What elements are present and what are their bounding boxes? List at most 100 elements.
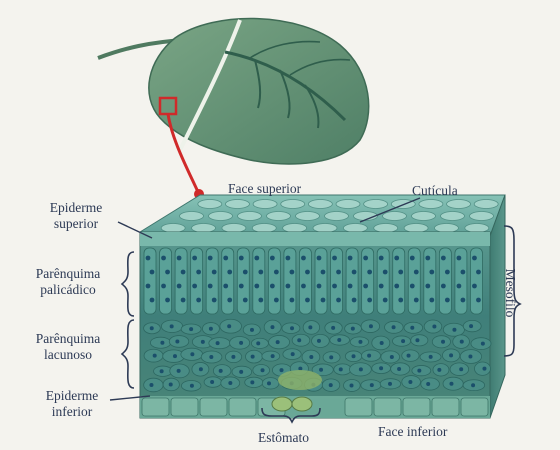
estomato-label: Estômato (258, 430, 309, 446)
lower-epidermal-cell (461, 398, 488, 416)
chloroplast (337, 338, 341, 342)
chloroplast (429, 298, 434, 303)
chloroplast (165, 270, 170, 275)
upper-epidermis-band (140, 232, 490, 246)
chloroplast (390, 355, 394, 359)
chloroplast (239, 284, 244, 289)
chloroplast (336, 298, 341, 303)
chloroplast (177, 284, 182, 289)
cuticula-label: Cutícula (412, 183, 458, 199)
face-inferior-label: Face inferior (378, 424, 447, 440)
chloroplast (290, 298, 295, 303)
chloroplast (383, 298, 388, 303)
chloroplast (332, 284, 337, 289)
chloroplast (192, 256, 197, 261)
chloroplast (329, 355, 333, 359)
top-epidermal-cell (447, 200, 471, 209)
chloroplast (276, 340, 280, 344)
chloroplast (445, 298, 450, 303)
lower-epidermal-cell (432, 398, 459, 416)
lower-epidermal-cell (403, 398, 430, 416)
chloroplast (352, 354, 356, 358)
chloroplast (388, 382, 392, 386)
top-epidermal-cell (419, 200, 443, 209)
chloroplast (392, 325, 396, 329)
chloroplast (161, 284, 166, 289)
chloroplast (452, 328, 456, 332)
chloroplast (471, 383, 475, 387)
chloroplast (196, 298, 201, 303)
top-epidermal-cell (364, 200, 388, 209)
chloroplast (243, 270, 248, 275)
lower-epidermal-cell (345, 398, 372, 416)
chloroplast (201, 340, 205, 344)
chloroplast (305, 298, 310, 303)
chloroplast (309, 355, 313, 359)
parenquima-palicadico-line2: palicádico (14, 282, 122, 298)
chloroplast (181, 298, 186, 303)
chloroplast (209, 355, 213, 359)
chloroplast (317, 256, 322, 261)
top-epidermal-cell (336, 200, 360, 209)
top-epidermal-cell (180, 212, 204, 221)
chloroplast (290, 270, 295, 275)
top-epidermal-cell (441, 212, 465, 221)
chloroplast (258, 298, 263, 303)
chloroplast (350, 383, 354, 387)
chloroplast (280, 368, 284, 372)
chloroplast (223, 256, 228, 261)
chloroplast (297, 338, 301, 342)
chloroplast (290, 326, 294, 330)
top-epidermal-cell (209, 212, 233, 221)
lower-epidermal-cell (171, 398, 198, 416)
chloroplast (367, 270, 372, 275)
epiderme-superior-line1: Epiderme (34, 200, 118, 216)
chloroplast (209, 327, 213, 331)
chloroplast (469, 324, 473, 328)
chloroplast (270, 284, 275, 289)
chloroplast (441, 284, 446, 289)
chloroplast (437, 368, 441, 372)
chloroplast (429, 355, 433, 359)
chloroplast (445, 270, 450, 275)
lower-epidermal-cell (229, 398, 256, 416)
chloroplast (319, 368, 323, 372)
chloroplast (181, 270, 186, 275)
top-epidermal-cell (283, 224, 307, 233)
epiderme-superior-label: Epiderme superior (34, 200, 118, 232)
chloroplast (476, 270, 481, 275)
chloroplast (363, 284, 368, 289)
epiderme-inferior-line1: Epiderme (30, 388, 114, 404)
chloroplast (348, 256, 353, 261)
chloroplast (410, 326, 414, 330)
top-epidermal-cell (374, 224, 398, 233)
chloroplast (149, 383, 153, 387)
chloroplast (227, 324, 231, 328)
epiderme-inferior-label: Epiderme inferior (30, 388, 114, 420)
chloroplast (461, 298, 466, 303)
chloroplast (146, 256, 151, 261)
chloroplast (160, 369, 164, 373)
chloroplast (298, 367, 302, 371)
top-epidermal-cell (252, 224, 276, 233)
top-epidermal-cell (470, 212, 494, 221)
chloroplast (449, 353, 453, 357)
chloroplast (270, 325, 274, 329)
tissue-block (140, 195, 505, 418)
chloroplast (196, 270, 201, 275)
chloroplast (367, 354, 371, 358)
top-epidermal-cell (192, 224, 216, 233)
chloroplast (239, 370, 243, 374)
chloroplast (274, 270, 279, 275)
chloroplast (398, 298, 403, 303)
chloroplast (231, 355, 235, 359)
chloroplast (175, 339, 179, 343)
chloroplast (165, 298, 170, 303)
chloroplast (407, 354, 411, 358)
top-epidermal-cell (343, 224, 367, 233)
face-superior-label: Face superior (228, 181, 301, 197)
chloroplast (321, 270, 326, 275)
top-epidermal-cell (198, 200, 222, 209)
chloroplast (461, 270, 466, 275)
chloroplast (468, 355, 472, 359)
